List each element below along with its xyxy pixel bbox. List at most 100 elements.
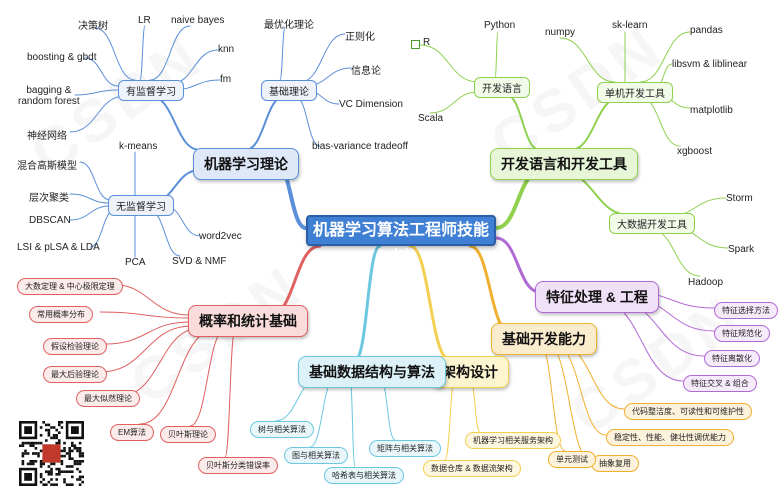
subtopic-single-tools[interactable]: 单机开发工具 (597, 82, 673, 103)
qr-module (68, 447, 71, 450)
qr-module (60, 462, 64, 466)
edge-single-leaf (639, 31, 691, 83)
qr-module (42, 483, 45, 486)
qr-module (34, 441, 38, 445)
qr-module (50, 462, 53, 466)
leaf-naive-bayes: naive bayes (171, 15, 225, 26)
qr-module (76, 467, 79, 471)
leaf-marker (411, 40, 420, 49)
leaf-stability[interactable]: 稳定性、性能、健壮性调优能力 (606, 429, 734, 446)
qr-module (78, 452, 82, 455)
branch-basic-dev[interactable]: 基础开发能力 (491, 323, 597, 355)
leaf-feature-discretization[interactable]: 特征离散化 (704, 350, 760, 367)
qr-module (73, 462, 77, 466)
edge-trunk-dev (494, 170, 542, 230)
leaf-matplotlib: matplotlib (690, 105, 733, 116)
qr-module (63, 470, 66, 473)
qr-module (50, 478, 53, 481)
leaf-lln-clt[interactable]: 大数定理 & 中心极限定理 (17, 278, 123, 295)
edge-dev-languages (504, 93, 541, 151)
qr-module (73, 460, 77, 463)
qr-module (68, 470, 71, 473)
qr-module (76, 478, 79, 481)
edge-sup-leaf (169, 49, 219, 85)
qr-module (58, 470, 61, 473)
subtopic-basic-theory[interactable]: 基础理论 (261, 80, 317, 101)
qr-module (45, 423, 48, 427)
edge-trunk-feature (494, 236, 542, 294)
qr-module (50, 473, 53, 476)
edge-sup-leaf (74, 89, 119, 96)
edge-sup-leaf (69, 95, 126, 133)
branch-prob-stats[interactable]: 概率和统计基础 (188, 305, 308, 337)
leaf-graph-algo[interactable]: 图与相关算法 (284, 447, 348, 464)
subtopic-languages[interactable]: 开发语言 (474, 77, 530, 98)
leaf-code-quality[interactable]: 代码整洁度、可读性和可维护性 (624, 403, 752, 420)
edge-ds-leaf (349, 377, 356, 468)
subtopic-supervised[interactable]: 有监督学习 (118, 80, 184, 101)
qr-module (58, 423, 61, 427)
edge-unsup-leaf (79, 161, 111, 201)
qr-module (42, 462, 45, 466)
leaf-ml-service-arch[interactable]: 机器学习相关服务架构 (465, 432, 561, 449)
qr-module (55, 436, 58, 440)
qr-module (60, 449, 64, 453)
qr-module (71, 465, 74, 468)
leaf-spark: Spark (728, 244, 755, 255)
leaf-lsi-plsa-lda: LSI & pLSA & LDA (17, 242, 100, 253)
leaf-prob-distributions[interactable]: 常用概率分布 (29, 306, 93, 323)
leaf-abstraction[interactable]: 抽象复用 (591, 455, 639, 472)
branch-dev-tools[interactable]: 开发语言和开发工具 (490, 148, 638, 180)
leaf-hash-algo[interactable]: 哈希表与相关算法 (324, 467, 404, 484)
qr-module (45, 483, 48, 486)
qr-module (47, 480, 51, 484)
leaf-bayes-error[interactable]: 贝叶斯分类错误率 (198, 457, 278, 474)
leaf-matrix-algo[interactable]: 矩阵与相关算法 (369, 440, 441, 457)
edge-unsup-leaf (69, 205, 111, 221)
edge-prob-leaf (99, 325, 193, 373)
qr-module (71, 449, 74, 453)
leaf-em[interactable]: EM算法 (110, 424, 154, 441)
leaf-unit-test[interactable]: 单元测试 (548, 451, 596, 468)
central-topic[interactable]: 机器学习算法工程师技能树 (306, 215, 496, 266)
qr-module (21, 462, 25, 466)
edge-ml-supervised (149, 95, 201, 151)
leaf-mle[interactable]: 最大似然理论 (76, 390, 140, 407)
qr-module (63, 478, 66, 481)
qr-module (71, 470, 74, 473)
leaf-feature-normalization[interactable]: 特征规范化 (714, 325, 770, 342)
leaf-hypothesis-test[interactable]: 假设检验理论 (43, 338, 107, 355)
qr-module (71, 475, 74, 479)
leaf-storm: Storm (726, 193, 753, 204)
qr-module (39, 462, 43, 466)
qr-module (60, 426, 64, 429)
qr-module (55, 434, 58, 437)
leaf-neural-net: 神经网络 (27, 131, 67, 142)
qr-module (71, 444, 74, 447)
qr-module (58, 467, 61, 471)
qr-module (32, 441, 35, 445)
branch-ml-theory[interactable]: 机器学习理论 (193, 148, 299, 180)
leaf-hierarchical: 层次聚类 (29, 193, 69, 204)
qr-module (29, 444, 32, 447)
edge-trunk-basic-dev (468, 244, 512, 334)
qr-module (55, 478, 58, 481)
leaf-tree-algo[interactable]: 树与相关算法 (250, 421, 314, 438)
leaf-fm: fm (220, 74, 232, 85)
qr-module (39, 434, 43, 437)
branch-ds-algo[interactable]: 基础数据结构与算法 (298, 356, 446, 388)
subtopic-unsupervised[interactable]: 无监督学习 (108, 195, 174, 216)
qr-module (29, 462, 32, 466)
qr-module (58, 473, 61, 476)
qr-module (68, 483, 71, 486)
qr-module (76, 449, 79, 453)
leaf-map[interactable]: 最大后验理论 (43, 366, 107, 383)
qr-module (78, 441, 82, 445)
leaf-feature-cross[interactable]: 特征交叉 & 组合 (683, 375, 757, 392)
branch-feature-engineering[interactable]: 特征处理 & 工程 (535, 281, 659, 313)
leaf-feature-selection[interactable]: 特征选择方法 (714, 302, 778, 319)
qr-module (39, 475, 43, 479)
subtopic-big-data-tools[interactable]: 大数据开发工具 (609, 213, 695, 234)
leaf-bayes-theory[interactable]: 贝叶斯理论 (160, 426, 216, 443)
leaf-data-warehouse-arch[interactable]: 数据仓库 & 数据流架构 (423, 460, 521, 477)
